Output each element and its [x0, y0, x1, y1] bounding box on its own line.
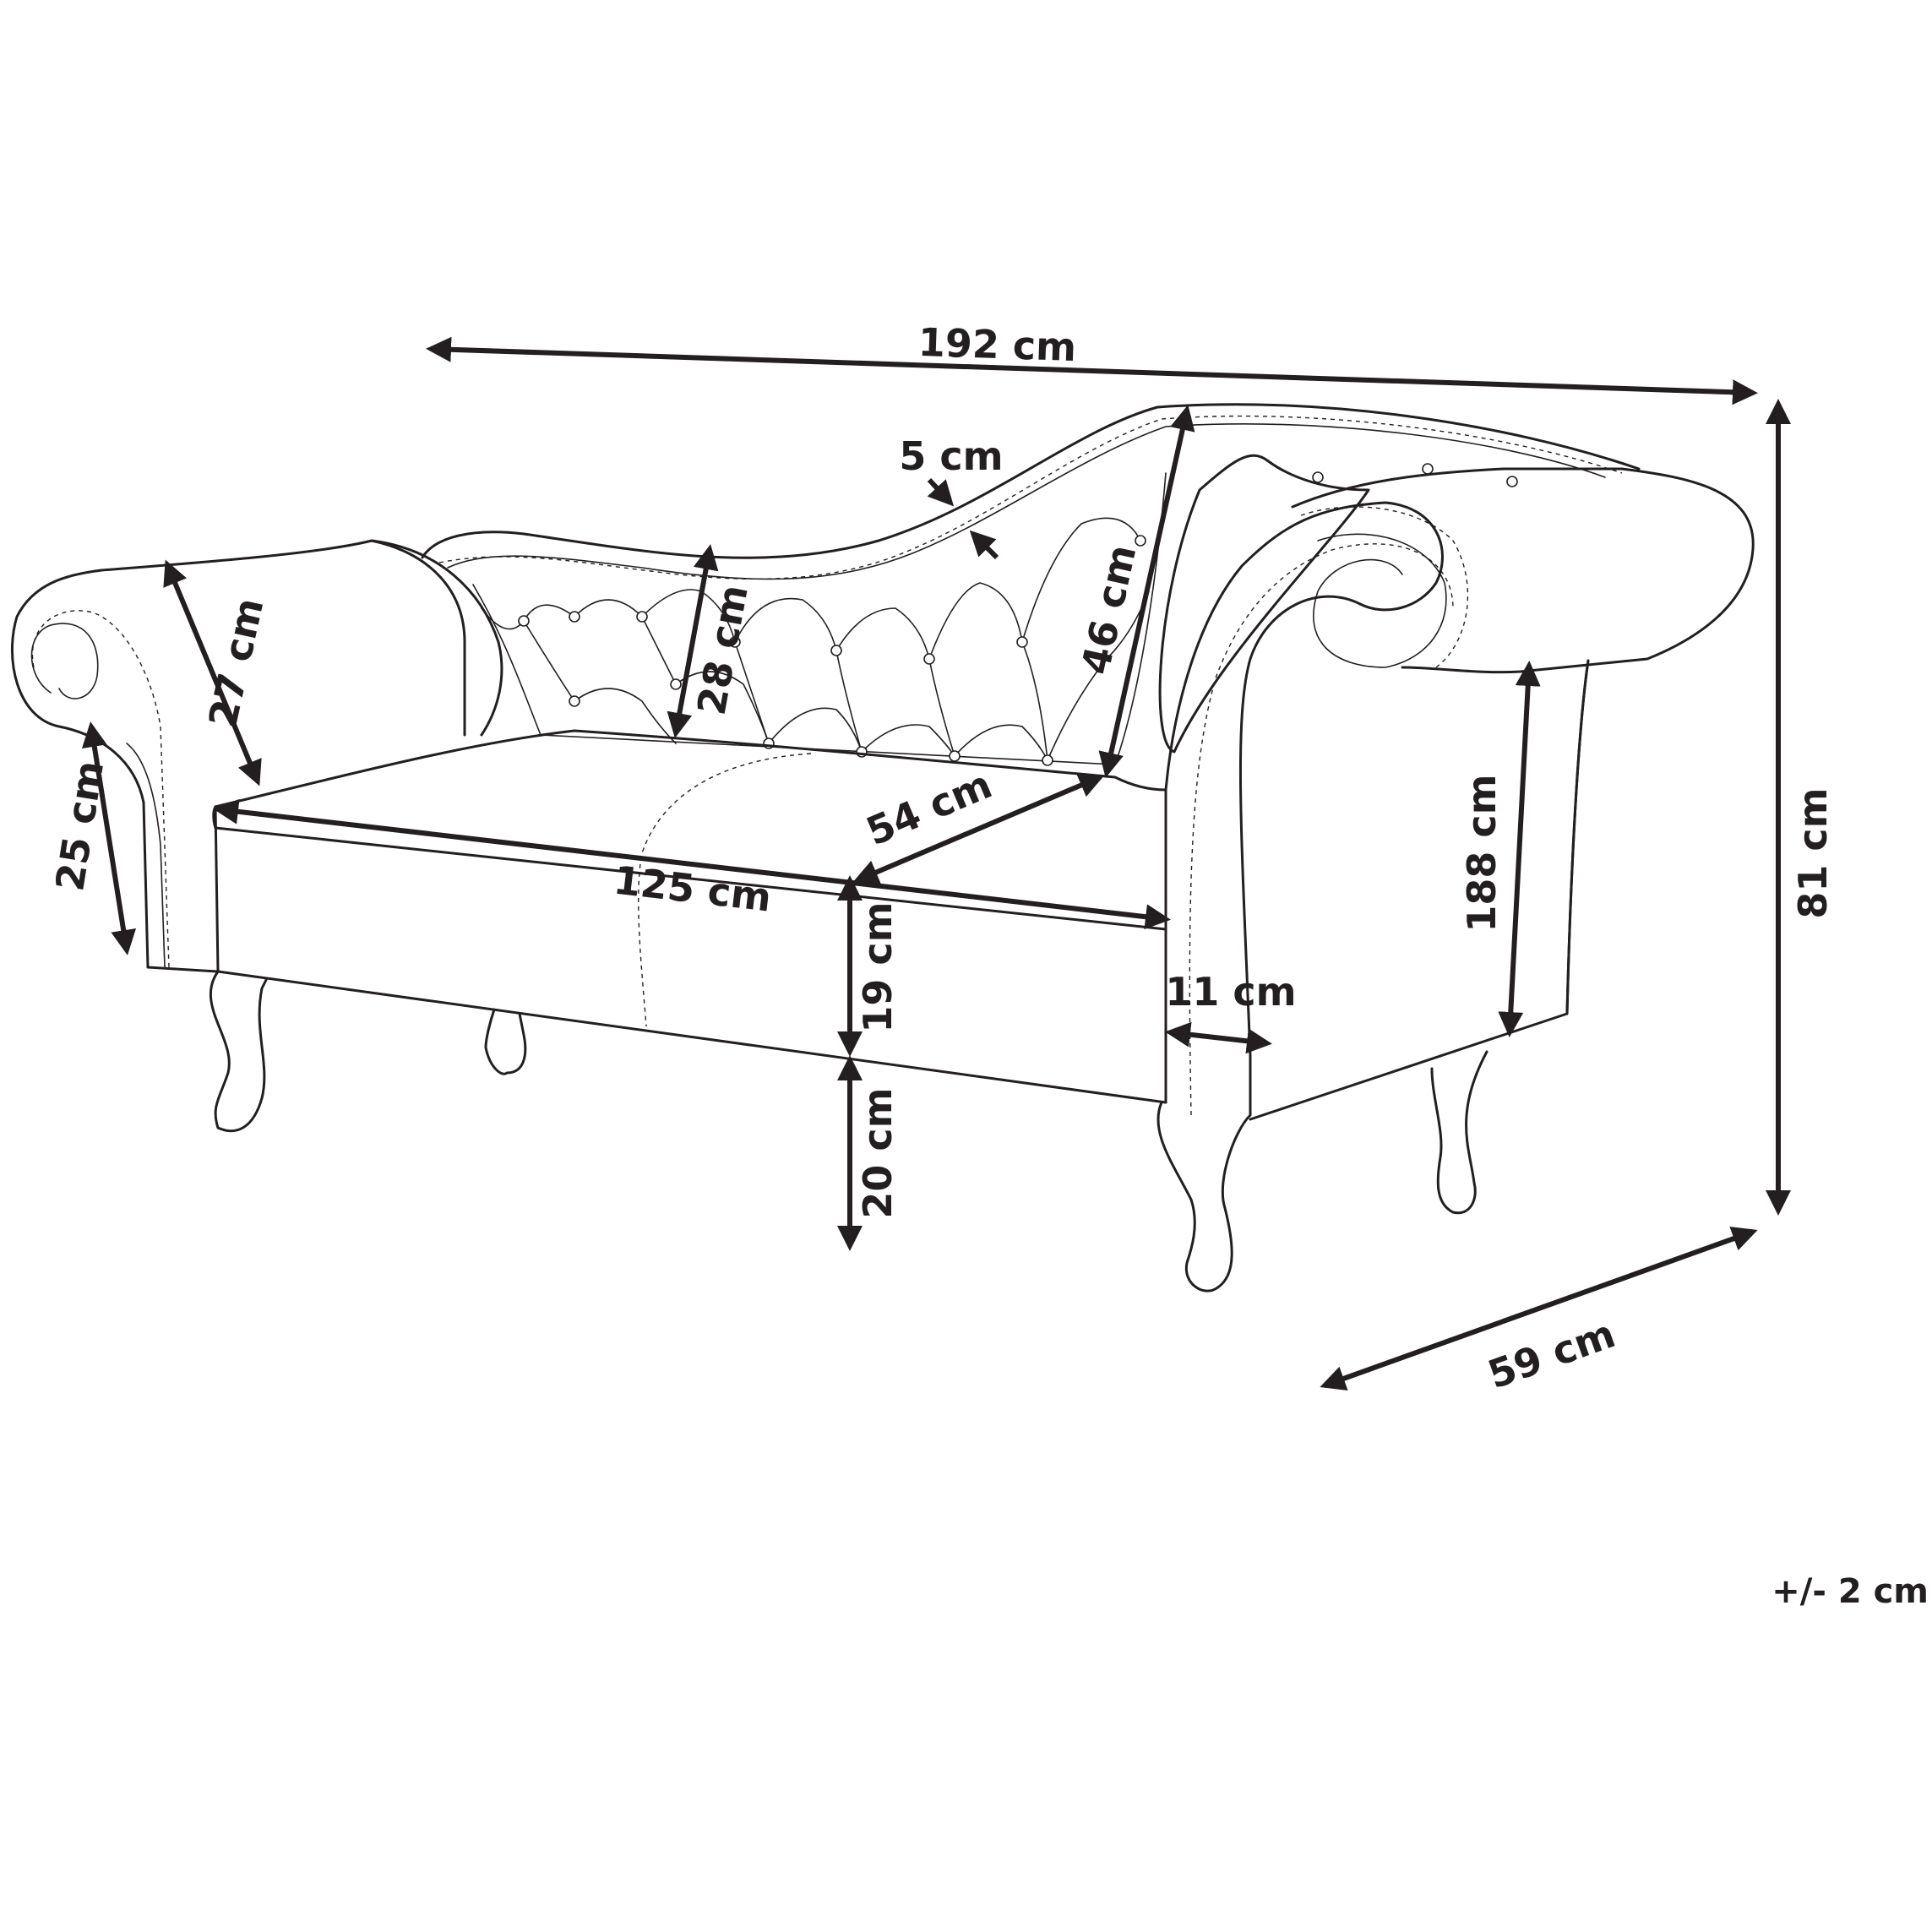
label-left-arm-height: 25 cm [46, 758, 112, 895]
label-armrest-width: 11 cm [1165, 969, 1296, 1015]
label-frame-thickness: 5 cm [899, 433, 1003, 479]
backrest-inner-trim [447, 423, 1606, 580]
label-seat-depth: 54 cm [860, 761, 999, 854]
right-arm-side [1249, 659, 1590, 1121]
arrow-backrest-height [667, 544, 719, 738]
left-arm [11, 539, 466, 969]
right-arm-scroll-inner [1300, 506, 1469, 668]
arrow-left-arm-depth [163, 559, 262, 786]
seat-left-side [214, 805, 220, 973]
dimension-arrows [81, 336, 1791, 1391]
label-seat-cushion-height: 19 cm [855, 901, 901, 1032]
tufting-buttons [518, 463, 1518, 766]
left-bolster-pillow [370, 539, 503, 737]
arrow-total-depth [1320, 1226, 1758, 1391]
arrow-left-arm-height [81, 721, 137, 955]
arrow-frame-thickness-b [969, 530, 999, 560]
dimension-labels: 192 cm 81 cm 59 cm 5 cm 28 cm 46 cm 54 c… [46, 319, 1929, 1611]
right-arm-front [1164, 501, 1444, 1117]
right-arm-back-edge [1565, 659, 1590, 1015]
label-armrest-height: 188 cm [1459, 774, 1505, 932]
label-total-height: 81 cm [1790, 787, 1836, 918]
label-leg-height: 20 cm [855, 1087, 901, 1218]
left-arm-scroll-inner [31, 610, 170, 968]
right-arm-scroll [1313, 533, 1447, 668]
arrow-armrest-width [1165, 1021, 1272, 1054]
arrow-seat-width [213, 798, 1171, 930]
leg-back-right [1430, 1050, 1488, 1215]
left-arm-scroll [30, 623, 99, 699]
arrow-armrest-height [1498, 661, 1541, 1037]
leg-back-left [484, 1008, 527, 1075]
label-tolerance: +/- 2 cm [1771, 1572, 1929, 1611]
back-cushion-pillow [1158, 454, 1370, 754]
seat-bottom [146, 966, 1167, 1104]
seat-cushion-seam [638, 753, 812, 1027]
right-arm-front-trim [1189, 543, 1454, 1116]
leg-front-right [1156, 1101, 1252, 1293]
arrow-back-slope-height [1098, 405, 1195, 778]
backrest-stitching [438, 415, 1623, 580]
label-seat-width: 125 cm [612, 857, 774, 921]
arrow-total-length [426, 336, 1758, 405]
arrow-frame-thickness-a [927, 477, 955, 507]
label-total-length: 192 cm [917, 319, 1077, 370]
backrest-frame [421, 403, 1641, 559]
leg-front-left [209, 970, 268, 1133]
